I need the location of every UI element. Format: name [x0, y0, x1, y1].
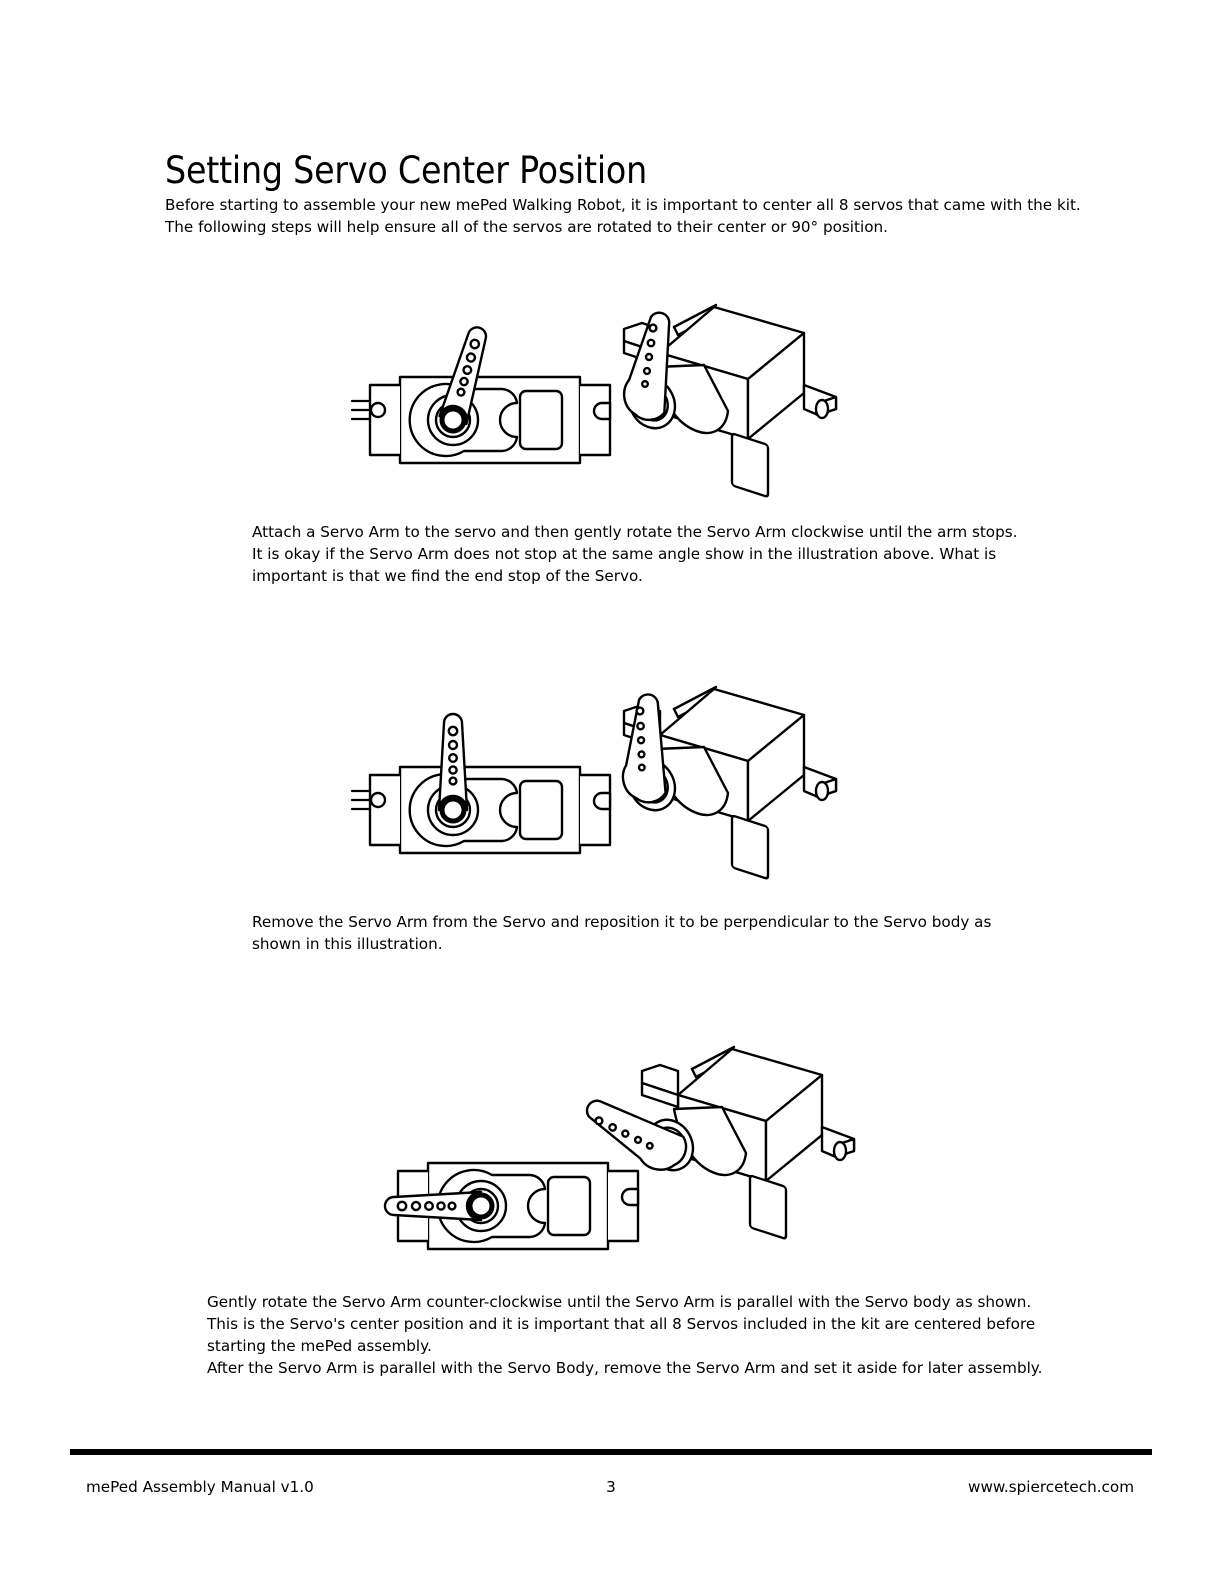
mount-hole-right: [592, 401, 612, 421]
servo-arm-hole: [447, 725, 459, 737]
servo-case-side-panel: [748, 1174, 788, 1240]
servo-arm-iso-hole: [648, 323, 658, 333]
servo-arm-iso-hole: [637, 750, 646, 759]
servo-arm-clockwise-endstop-illustration: [340, 285, 840, 510]
output-shaft-ring-inner: [467, 1192, 495, 1220]
caption-line: Remove the Servo Arm from the Servo and …: [252, 913, 992, 931]
caption-line: It is okay if the Servo Arm does not sto…: [252, 545, 997, 563]
servo-arm-hole: [396, 1200, 408, 1212]
mount-hole-iso: [832, 1140, 848, 1162]
servo-arm-hole: [459, 376, 469, 387]
servo-arm-iso-hole: [644, 352, 654, 362]
mount-hole-left: [369, 401, 387, 419]
servo-arm-hole: [465, 352, 477, 363]
caption-line: After the Servo Arm is parallel with the…: [207, 1359, 1043, 1377]
servo-arm-hole: [448, 765, 458, 775]
servo-case-panel: [518, 779, 564, 841]
servo-arm-perpendicular-illustration: [340, 675, 840, 900]
page-title: Setting Servo Center Position: [165, 148, 647, 192]
mount-hole-left: [369, 791, 387, 809]
servo-arm-iso-hole: [636, 736, 646, 745]
servo-arm-hole: [436, 1201, 446, 1211]
servo-mount-tab-left: [368, 773, 402, 847]
servo-arm-iso-hole: [636, 721, 645, 731]
servo-arm-iso: [622, 311, 671, 422]
intro-line: Before starting to assemble your new meP…: [165, 196, 1081, 214]
servo-arm-outline: [438, 326, 488, 426]
footer-divider: [70, 1449, 1152, 1455]
servo-arm-hole: [447, 739, 459, 751]
servo-arm-iso-hole: [641, 379, 650, 388]
servo-arm-iso-hole: [642, 366, 652, 376]
servo-arm-iso-hole: [594, 1116, 604, 1126]
servo-isometric-view: [622, 303, 838, 498]
servo-case-side-panel: [730, 814, 770, 880]
servo-arm-iso-outline: [585, 1099, 688, 1171]
servo-arm-iso: [585, 1099, 688, 1171]
servo-arm-hole: [462, 365, 473, 376]
servo-arm-iso-hole: [635, 706, 645, 716]
servo-top-view: [350, 712, 612, 855]
servo-isometric-view: [621, 685, 838, 880]
footer-website: www.spiercetech.com: [968, 1478, 1134, 1496]
servo-arm-hole: [456, 387, 466, 397]
servo-mount-flange-edge: [640, 1081, 680, 1109]
servo-mount-tab-left: [368, 383, 402, 457]
mount-hole-iso: [814, 398, 830, 420]
servo-arm-hole: [448, 776, 458, 786]
caption-line: shown in this illustration.: [252, 935, 443, 953]
step-1-caption: Attach a Servo Arm to the servo and then…: [252, 521, 1022, 587]
caption-line: starting the mePed assembly.: [207, 1337, 432, 1355]
servo-arm-iso-outline: [621, 693, 667, 804]
servo-arm-iso-hole: [633, 1135, 643, 1144]
mount-hole-right: [620, 1187, 640, 1207]
caption-line: important is that we find the end stop o…: [252, 567, 643, 585]
mount-hole-right: [592, 791, 612, 811]
step-2-caption: Remove the Servo Arm from the Servo and …: [252, 911, 1022, 955]
servo-arm-iso-hole: [637, 763, 646, 772]
servo-arm-hole: [423, 1201, 434, 1212]
mount-hole-iso: [814, 780, 830, 802]
intro-paragraph: Before starting to assemble your new meP…: [165, 194, 1081, 238]
servo-arm-parallel-centered-illustration: [380, 1035, 880, 1270]
servo-arm-iso-hole: [608, 1123, 618, 1132]
servo-arm-hole: [447, 752, 458, 763]
intro-line: The following steps will help ensure all…: [165, 218, 888, 236]
servo-arm-iso-hole: [646, 338, 656, 348]
servo-arm-iso-hole: [621, 1129, 630, 1138]
footer-page-number: 3: [606, 1478, 616, 1496]
servo-top-view: [383, 1161, 640, 1251]
servo-arm-iso-outline: [622, 311, 671, 422]
output-shaft-ring-inner: [439, 796, 467, 824]
caption-line: Gently rotate the Servo Arm counter-cloc…: [207, 1293, 1032, 1311]
footer-manual-title: mePed Assembly Manual v1.0: [86, 1478, 314, 1496]
servo-case-panel: [546, 1175, 592, 1237]
servo-case-panel: [518, 389, 564, 451]
page-footer: mePed Assembly Manual v1.0 3 www.spierce…: [70, 1472, 1152, 1502]
servo-arm-hole: [447, 1201, 457, 1211]
servo-top-view: [350, 326, 612, 465]
servo-arm-hole: [410, 1200, 422, 1212]
servo-arm-iso: [621, 693, 667, 804]
servo-arm-hole: [469, 338, 481, 350]
servo-case-side-panel: [730, 432, 770, 498]
step-3-caption: Gently rotate the Servo Arm counter-cloc…: [207, 1291, 1043, 1379]
servo-isometric-view: [585, 1045, 856, 1240]
caption-line: Attach a Servo Arm to the servo and then…: [252, 523, 1018, 541]
servo-arm: [383, 1190, 483, 1222]
servo-arm-iso-hole: [645, 1141, 654, 1150]
caption-line: This is the Servo's center position and …: [207, 1315, 1036, 1333]
servo-arm: [438, 326, 488, 426]
output-shaft-ring-inner: [439, 406, 467, 434]
servo-arm: [437, 712, 469, 812]
